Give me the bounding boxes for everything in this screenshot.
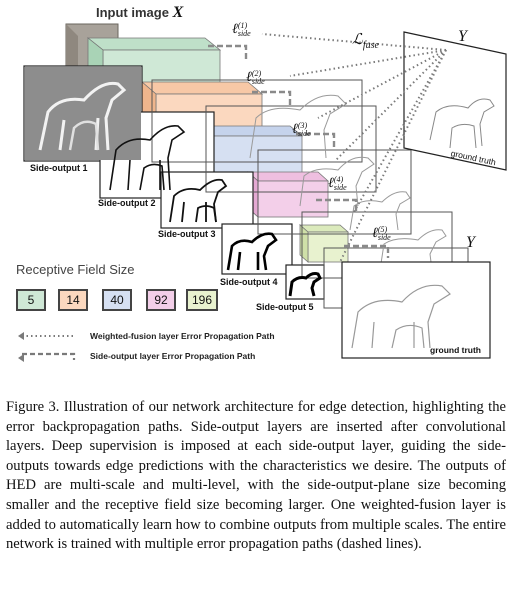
figure-graphics	[18, 23, 507, 362]
side-output-2-label: Side-output 2	[98, 198, 156, 208]
side-loss-superscript: (4)	[333, 175, 344, 184]
legend-fusion-text: Weighted-fusion layer Error Propagation …	[90, 331, 275, 341]
receptive-field-box: 40	[102, 289, 132, 311]
output-symbol-bottom: Y	[466, 234, 475, 251]
side-loss-symbol: ℓ	[246, 70, 252, 86]
input-image-label: Input image X	[96, 4, 183, 22]
side-loss-subscript: side	[251, 77, 265, 86]
side-loss-symbol: ℓ	[328, 176, 334, 192]
side-loss-superscript: (5)	[377, 225, 388, 234]
receptive-field-box: 92	[146, 289, 176, 311]
caption-label: Figure 3.	[6, 399, 60, 415]
side-loss-subscript: side	[333, 183, 347, 192]
side-output-4-label: Side-output 4	[220, 277, 278, 287]
faint-horse-sketches	[249, 94, 447, 271]
side-loss-3: ℓ(3)side	[292, 122, 311, 138]
input-image-text: Input image	[96, 5, 169, 20]
side-loss-subscript: side	[297, 129, 311, 138]
side-loss-subscript: side	[237, 29, 251, 38]
fuse-loss-label: ℒfuse	[352, 30, 379, 51]
side-loss-1: ℓ(1)side	[232, 22, 251, 38]
caption-text: Illustration of our network architecture…	[6, 399, 506, 553]
receptive-field-title: Receptive Field Size	[16, 262, 135, 277]
horse-edges-3	[169, 178, 228, 223]
horse-photo	[25, 67, 141, 160]
side-loss-4: ℓ(4)side	[328, 176, 347, 192]
legend-graphics	[18, 332, 76, 362]
side-output-error-paths	[208, 44, 390, 258]
horse-edges-2	[109, 124, 186, 191]
side-loss-5: ℓ(5)side	[372, 226, 391, 242]
ground-truth-bottom-label: ground truth	[430, 345, 481, 355]
side-loss-subscript: side	[377, 233, 391, 242]
receptive-field-box: 14	[58, 289, 88, 311]
side-output-1-label: Side-output 1	[30, 163, 88, 173]
fusion-error-paths	[261, 33, 447, 263]
receptive-field-box: 196	[186, 289, 218, 311]
side-output-5-label: Side-output 5	[256, 302, 314, 312]
ground-truth-bottom-plane	[341, 261, 491, 359]
input-symbol: X	[172, 4, 184, 21]
side-loss-2: ℓ(2)side	[246, 70, 265, 86]
side-loss-superscript: (2)	[251, 69, 262, 78]
side-loss-symbol: ℓ	[232, 22, 238, 38]
horse-edges-5	[288, 272, 322, 297]
horse-edges-4	[226, 232, 278, 271]
fuse-loss-symbol: ℒ	[352, 32, 363, 48]
side-loss-symbol: ℓ	[292, 122, 298, 138]
side-loss-superscript: (1)	[237, 21, 248, 30]
output-symbol-top: Y	[458, 28, 467, 45]
hed-architecture-figure: Input image X Y Y ℒfuse ℓ(1)side ℓ(2)sid…	[16, 4, 507, 362]
conv-block-5	[298, 224, 350, 263]
figure-caption: Figure 3. Illustration of our network ar…	[6, 398, 506, 555]
side-loss-symbol: ℓ	[372, 226, 378, 242]
legend-side-text: Side-output layer Error Propagation Path	[90, 351, 256, 361]
side-loss-superscript: (3)	[297, 121, 308, 130]
fuse-loss-subscript: fuse	[362, 40, 379, 51]
conv-block-4	[246, 171, 330, 218]
receptive-field-box: 5	[16, 289, 46, 311]
side-output-3-label: Side-output 3	[158, 229, 216, 239]
